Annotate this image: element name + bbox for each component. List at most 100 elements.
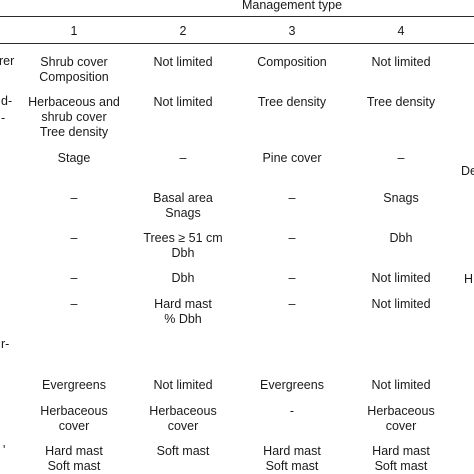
table-cell: – — [289, 191, 296, 206]
column-header-1: 1 — [70, 24, 78, 38]
table-cell: – — [71, 271, 78, 286]
cell-line: – — [70, 297, 78, 311]
cell-line: Tree density — [366, 95, 436, 109]
cell-line: Hard mast — [154, 297, 212, 311]
cell-line: Not limited — [153, 95, 213, 109]
cell-line: Snags — [383, 191, 419, 205]
cell-line: % Dbh — [164, 312, 202, 326]
table-cell: Tree density — [258, 95, 326, 110]
cell-line: – — [288, 191, 296, 205]
table-cell: Not limited — [371, 297, 430, 312]
cell-line: Stage — [57, 151, 91, 165]
cell-line: – — [70, 271, 78, 285]
cell-line: Dbh — [389, 231, 413, 245]
table-cell: Composition — [257, 55, 326, 70]
cell-line: Soft mast — [156, 444, 210, 458]
table-cell: – — [71, 297, 78, 312]
table-cell: Not limited — [153, 378, 212, 393]
left-edge-fragment: d- — [1, 94, 13, 108]
left-edge-fragment: - — [1, 111, 6, 125]
table-cell: Soft mast — [157, 444, 210, 459]
table-cell: – — [71, 231, 78, 246]
cell-line: Composition — [257, 55, 327, 69]
cell-line: Composition — [39, 70, 109, 84]
cell-line: – — [397, 151, 405, 165]
cell-line: Hard mast — [263, 444, 321, 458]
cell-line: Tree density — [39, 125, 109, 139]
cell-line: Evergreens — [260, 378, 324, 392]
header-rule-bottom — [0, 43, 474, 44]
cell-line: cover — [58, 419, 90, 433]
left-edge-fragment: rer — [0, 54, 15, 68]
table-cell: Not limited — [371, 55, 430, 70]
cell-line: Not limited — [153, 378, 213, 392]
cell-line: cover — [167, 419, 199, 433]
table-cell: Not limited — [153, 95, 212, 110]
cell-line: Not limited — [153, 55, 213, 69]
cell-line: Soft mast — [265, 459, 319, 473]
table-cell: Pine cover — [262, 151, 321, 166]
cell-line: – — [70, 231, 78, 245]
table-cell: - — [290, 404, 294, 419]
cell-line: Not limited — [371, 297, 431, 311]
table-cell: – — [180, 151, 187, 166]
cell-line: Soft mast — [47, 459, 101, 473]
table-cell: – — [398, 151, 405, 166]
table-cell: Evergreens — [42, 378, 106, 393]
right-edge-fragment: De — [461, 164, 474, 178]
cell-line: Herbaceous — [367, 404, 435, 418]
cell-line: - — [289, 404, 295, 418]
cell-line: Hard mast — [372, 444, 430, 458]
cell-line: Not limited — [371, 271, 431, 285]
column-header-4: 4 — [397, 24, 405, 38]
cell-line: Tree density — [257, 95, 327, 109]
table-cell: Dbh — [172, 271, 195, 286]
cell-line: Hard mast — [45, 444, 103, 458]
cell-line: – — [288, 271, 296, 285]
cell-line: Soft mast — [374, 459, 428, 473]
cell-line: – — [70, 191, 78, 205]
cell-line: Not limited — [371, 378, 431, 392]
table-cell: – — [71, 191, 78, 206]
table-cell: Dbh — [390, 231, 413, 246]
cell-line: Dbh — [171, 246, 195, 260]
cell-line: Shrub cover — [40, 55, 108, 69]
header-rule-top — [0, 16, 474, 17]
cell-line: Not limited — [371, 55, 431, 69]
cell-line: Dbh — [171, 271, 195, 285]
cell-line: Basal area — [153, 191, 213, 205]
column-header-3: 3 — [288, 24, 296, 38]
cell-line: – — [288, 297, 296, 311]
cell-line: Herbaceous — [40, 404, 108, 418]
table-cell: Evergreens — [260, 378, 324, 393]
table-cell: Tree density — [367, 95, 435, 110]
cell-line: Pine cover — [262, 151, 322, 165]
cell-line: Snags — [165, 206, 201, 220]
table-cell: Not limited — [153, 55, 212, 70]
right-edge-fragment: H — [464, 272, 474, 286]
cell-line: – — [288, 231, 296, 245]
table-cell: Not limited — [371, 271, 430, 286]
cell-line: Herbaceous — [149, 404, 217, 418]
table-cell: Stage — [58, 151, 91, 166]
cell-line: shrub cover — [41, 110, 107, 124]
table-cell: Snags — [383, 191, 418, 206]
group-header: Management type — [241, 0, 343, 12]
table-cell: – — [289, 271, 296, 286]
table-cell: Hard mast% Dbh — [154, 297, 212, 327]
cell-line: cover — [385, 419, 417, 433]
left-edge-fragment: r- — [1, 337, 10, 351]
left-edge-fragment: ' — [3, 443, 6, 457]
column-header-2: 2 — [179, 24, 187, 38]
table-cell: – — [289, 231, 296, 246]
